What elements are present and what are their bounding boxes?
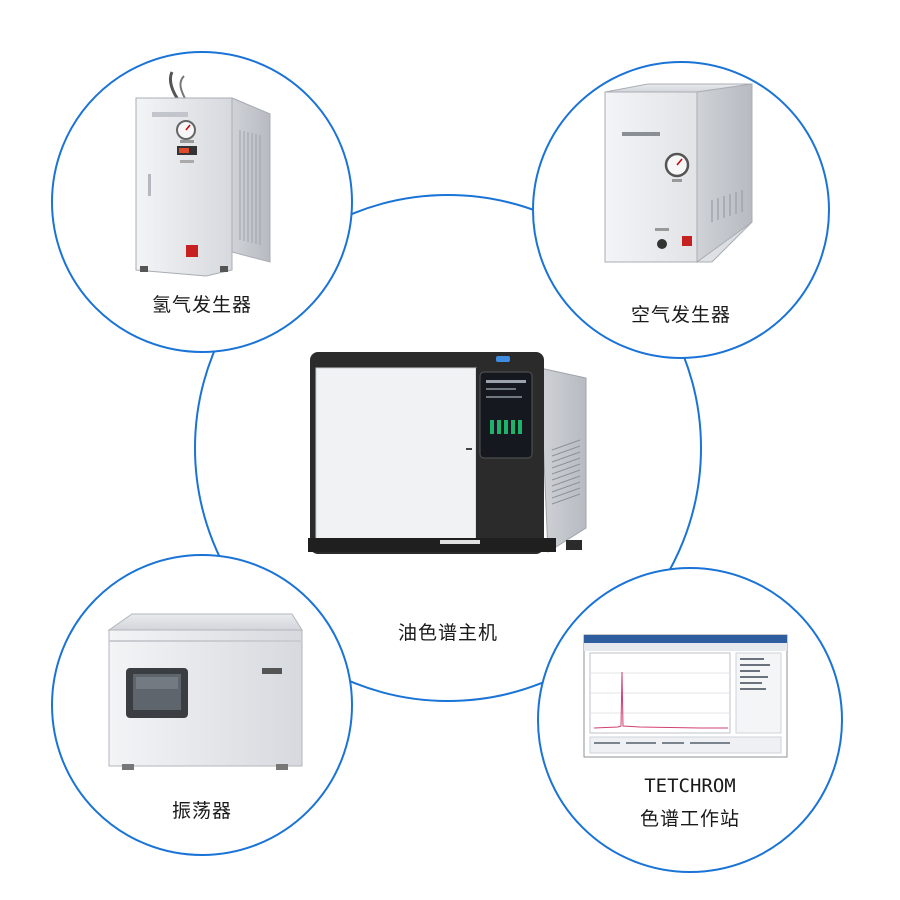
- connector-ring: [194, 194, 702, 702]
- shaker-label: 振荡器: [171, 800, 232, 822]
- air-generator-label: 空气发生器: [630, 304, 731, 326]
- gc-main-unit-label: 油色谱主机: [397, 622, 498, 644]
- air-generator-image: [604, 83, 753, 263]
- gc-main-unit-image: [308, 352, 587, 554]
- workstation-label-line2: 色谱工作站: [639, 808, 740, 830]
- hydrogen-generator-image: [135, 71, 271, 277]
- workstation-screenshot-image: [583, 634, 788, 758]
- hydrogen-generator-label: 氢气发生器: [151, 294, 252, 316]
- workstation-label-line1: TETCHROM: [644, 775, 736, 797]
- shaker-image: [107, 613, 303, 770]
